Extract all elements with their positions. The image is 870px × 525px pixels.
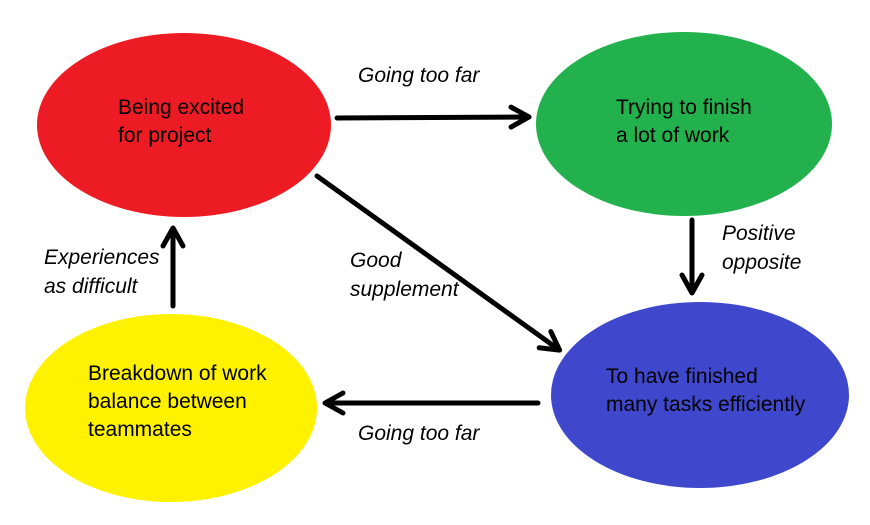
node-ellipse-being-excited: [37, 33, 331, 217]
edge-label-good-supplement: Good supplement: [350, 249, 459, 301]
edge-label-going-too-far-top: Going too far: [358, 64, 480, 87]
edge-arrow-excited-to-trying: [334, 104, 532, 130]
node-label-trying-to-finish: Trying to finish a lot of work: [616, 96, 752, 147]
node-label-work-breakdown: Breakdown of work balance between teamma…: [88, 362, 267, 441]
edge-label-positive-opposite: Positive opposite: [722, 222, 802, 274]
edge-label-experiences-as-difficult: Experiences as difficult: [44, 246, 160, 298]
edge-label-going-too-far-bottom: Going too far: [358, 422, 480, 445]
node-ellipse-finished-tasks: [551, 302, 849, 488]
node-label-finished-tasks: To have finished many tasks efficiently: [606, 365, 806, 416]
node-ellipse-work-breakdown: [25, 314, 317, 502]
node-ellipse-trying-to-finish: [536, 32, 832, 216]
edge-arrow-excited-to-finished: [314, 173, 563, 353]
node-label-being-excited: Being excited for project: [118, 96, 245, 147]
